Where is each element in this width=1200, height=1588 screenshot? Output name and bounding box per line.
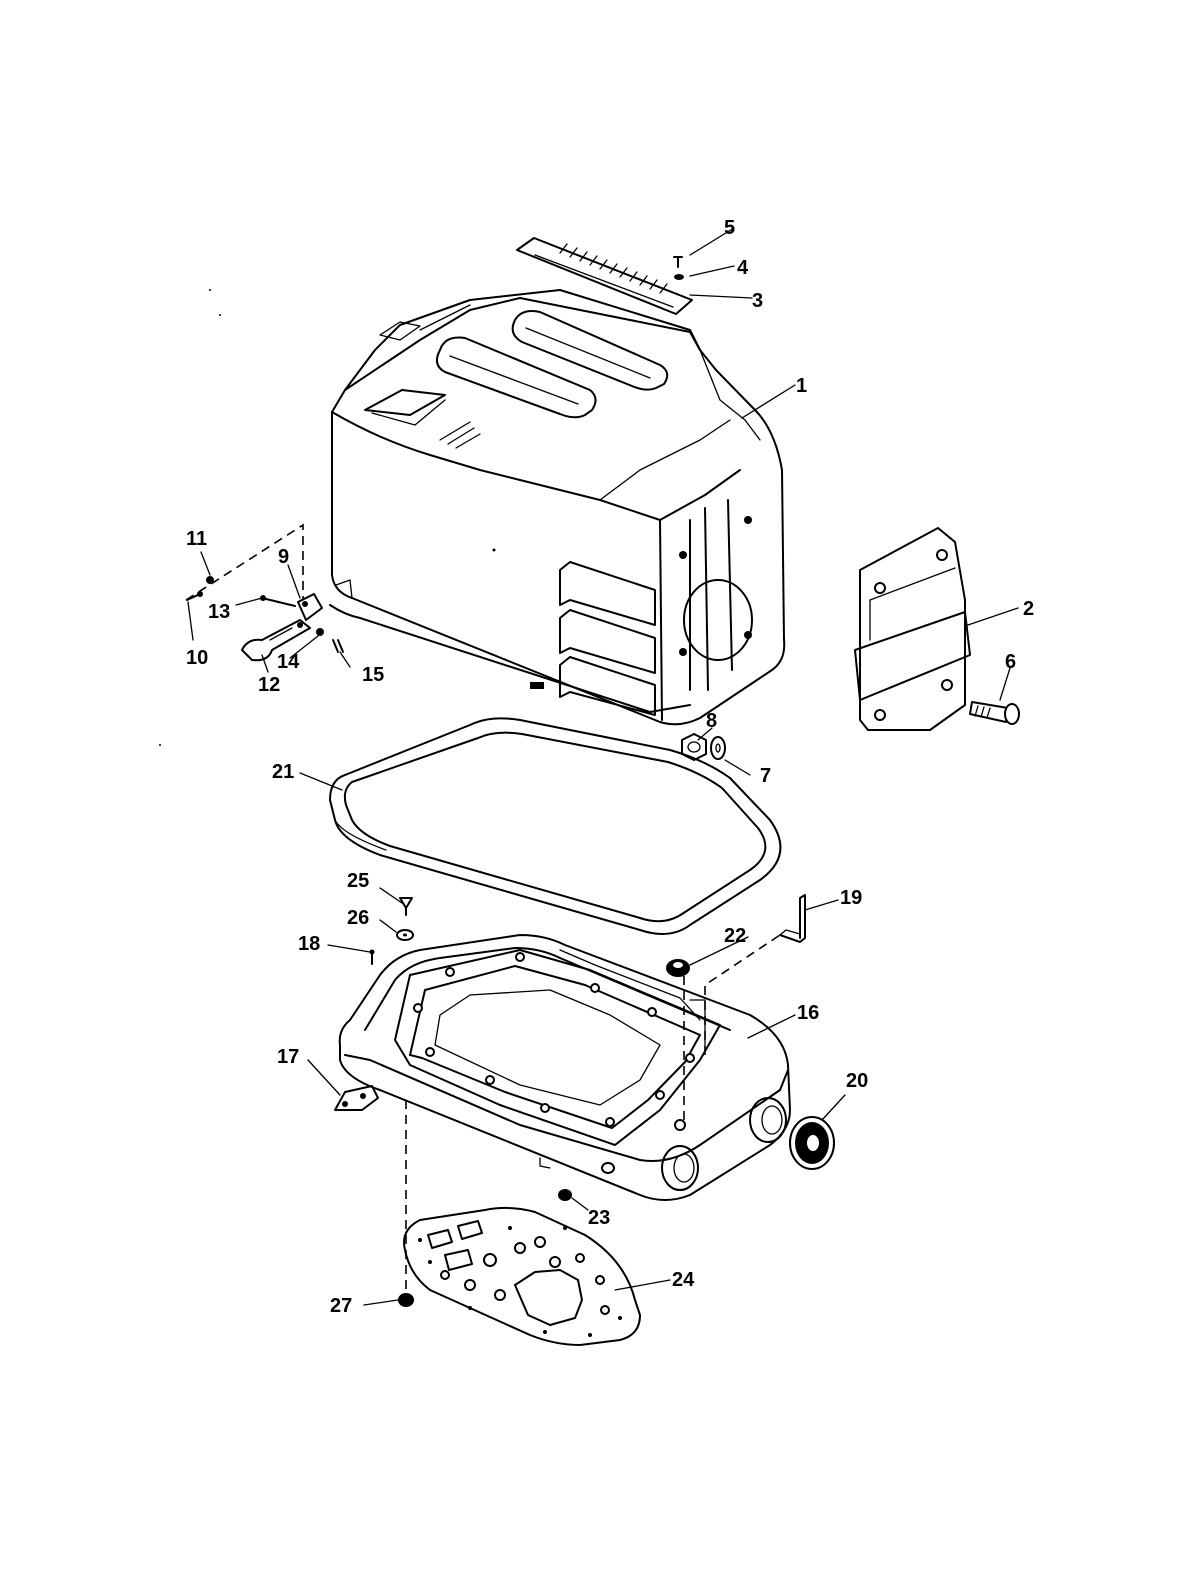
part-21-seal [329,717,782,935]
part-18-screw [369,949,375,965]
part-4-washer [674,274,684,280]
latch-assembly [185,523,344,662]
callout-10: 10 [186,647,208,669]
callout-15: 15 [362,664,384,686]
part-19-bracket [779,894,806,943]
callout-16: 16 [797,1002,819,1024]
callout-26: 26 [347,907,369,929]
part-11-nut [206,576,214,584]
callout-6: 6 [1005,651,1016,673]
callout-17: 17 [277,1046,299,1068]
callout-18: 18 [298,933,320,955]
part-9-latch-plate [297,593,323,621]
callout-23: 23 [588,1207,610,1229]
callout-2: 2 [1023,598,1034,620]
part-17-latch [334,1085,379,1111]
callout-12: 12 [258,674,280,696]
part-26-washer [396,929,414,941]
part-16-bottom-cowl [338,934,791,1201]
callout-labels: 5 4 3 1 2 6 8 7 11 9 13 10 14 12 15 21 2… [186,217,1034,1317]
part-1-top-cowl [329,289,786,726]
part-15-spring [332,639,344,653]
part-2-bracket [854,527,971,731]
part-23-plug [558,1189,572,1201]
callout-22: 22 [724,925,746,947]
part-12-latch-handle [241,619,311,662]
callout-1: 1 [796,375,807,397]
callout-3: 3 [752,290,763,312]
part-10-screw [186,591,203,601]
callout-9: 9 [278,546,289,568]
callout-13: 13 [208,601,230,623]
callout-20: 20 [846,1070,868,1092]
part-3-vent-grille [516,237,693,315]
part-5-screw [673,256,683,268]
part-14-washer [316,628,324,636]
part-6-bolt [969,701,1020,725]
part-24-gasket-plate [403,1206,641,1346]
callout-24: 24 [672,1269,695,1291]
callout-7: 7 [760,765,771,787]
part-7-washer [710,736,726,760]
callout-21: 21 [272,761,294,783]
leader-lines [187,227,1019,1306]
callout-11: 11 [186,528,207,550]
callout-25: 25 [347,870,369,892]
callout-4: 4 [737,257,749,279]
callout-27: 27 [330,1295,352,1317]
part-20-grommet [789,1116,835,1170]
part-13-pin [260,595,296,607]
callout-5: 5 [724,217,735,239]
callout-19: 19 [840,887,862,909]
part-27-grommet [398,1293,414,1307]
part-8-nut [681,733,707,761]
part-25-screw [399,897,413,916]
callout-14: 14 [277,651,300,673]
callout-8: 8 [706,710,717,732]
part-22-grommet [666,959,690,977]
